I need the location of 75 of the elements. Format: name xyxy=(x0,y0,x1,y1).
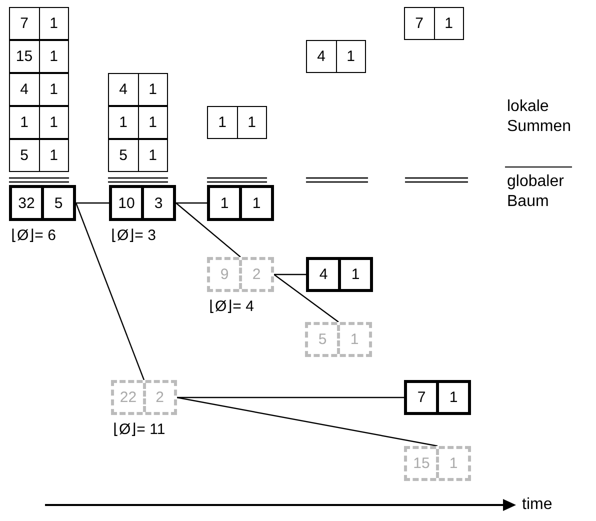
count-value: 1 xyxy=(346,47,356,67)
sum-value: 1 xyxy=(210,188,242,218)
connector-line xyxy=(177,396,404,398)
count-value: 1 xyxy=(444,14,454,34)
count-value: 1 xyxy=(349,330,360,350)
pair-box xyxy=(9,40,69,73)
count-value: 1 xyxy=(148,113,158,133)
count-value: 1 xyxy=(48,146,59,166)
connector-line xyxy=(274,274,306,276)
count-value: 1 xyxy=(48,14,59,34)
count-value: 1 xyxy=(48,113,59,133)
pending-pair-box xyxy=(404,446,471,481)
pair-box xyxy=(9,7,69,40)
bound-label: ⌊Ø⌋= 4 xyxy=(209,297,254,315)
count-value: 1 xyxy=(48,47,59,67)
pair-box xyxy=(109,185,176,221)
connector-line xyxy=(176,202,241,258)
sum-value: 4 xyxy=(307,41,336,72)
bound-label: ⌊Ø⌋= 6 xyxy=(11,226,56,244)
pending-pair-box xyxy=(207,257,274,292)
pair-box xyxy=(207,106,267,139)
sum-value: 9 xyxy=(210,260,242,289)
sum-value: 1 xyxy=(109,107,138,138)
pair-box xyxy=(9,139,69,172)
sum-value: 32 xyxy=(12,188,44,218)
sum-value: 4 xyxy=(309,260,341,289)
legend-text: lokale Summen xyxy=(507,97,572,137)
pair-box xyxy=(207,185,274,221)
sum-value: 1 xyxy=(10,107,40,138)
count-value: 1 xyxy=(251,194,262,214)
axis-label: time xyxy=(522,495,552,515)
count-value: 1 xyxy=(148,146,158,166)
sum-value: 4 xyxy=(10,74,40,105)
sum-value: 7 xyxy=(405,8,434,39)
sum-value: 1 xyxy=(208,107,238,138)
sum-value: 22 xyxy=(114,383,146,412)
pair-box xyxy=(108,139,168,172)
pair-box xyxy=(404,380,471,415)
sum-value: 15 xyxy=(407,449,439,478)
pair-box xyxy=(9,106,69,139)
bound-label: ⌊Ø⌋= 3 xyxy=(111,226,156,244)
count-value: 1 xyxy=(350,265,361,285)
legend-text: globaler Baum xyxy=(507,172,565,212)
pair-box xyxy=(108,106,168,139)
connector-line xyxy=(176,202,207,204)
sum-value: 7 xyxy=(10,8,40,39)
pair-box xyxy=(306,40,366,73)
pending-pair-box xyxy=(305,322,372,357)
count-value: 1 xyxy=(448,388,459,408)
pair-box xyxy=(306,257,373,292)
sum-value: 10 xyxy=(112,188,144,218)
sum-value: 5 xyxy=(308,325,340,354)
pending-pair-box xyxy=(111,380,177,415)
pair-box xyxy=(108,73,168,106)
pair-box xyxy=(404,7,464,40)
connector-line xyxy=(76,202,109,204)
count-value: 3 xyxy=(153,194,164,214)
sum-value: 5 xyxy=(109,140,138,171)
count-value: 1 xyxy=(448,454,459,474)
connector-line xyxy=(274,274,339,322)
pair-box xyxy=(9,73,69,106)
count-value: 2 xyxy=(154,388,165,408)
count-value: 1 xyxy=(246,113,257,133)
count-value: 5 xyxy=(53,194,64,214)
connector-line xyxy=(75,202,145,380)
pair-box xyxy=(9,185,76,221)
count-value: 1 xyxy=(148,80,158,100)
bound-label: ⌊Ø⌋= 11 xyxy=(113,420,166,438)
sum-value: 4 xyxy=(109,74,138,105)
connector-line xyxy=(176,396,438,447)
count-value: 2 xyxy=(251,265,262,285)
count-value: 1 xyxy=(48,80,59,100)
sum-value: 7 xyxy=(407,383,439,412)
sum-value: 15 xyxy=(10,41,40,72)
sum-value: 5 xyxy=(10,140,40,171)
